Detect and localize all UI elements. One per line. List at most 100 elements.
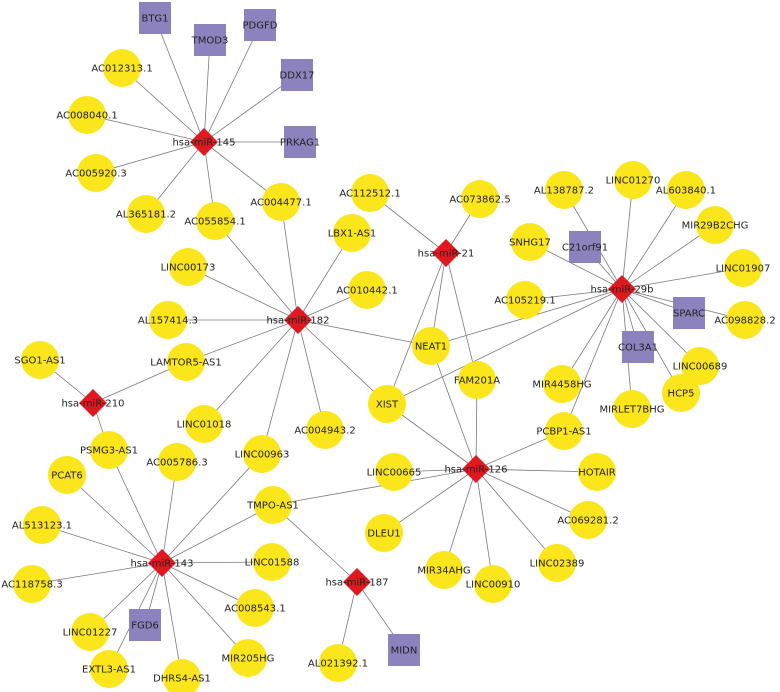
node-label: AC098828.2: [714, 316, 775, 327]
lncrna-node-circle: [68, 96, 106, 134]
node-mir205hg[interactable]: MIR205HG: [222, 639, 275, 677]
node-linc00963[interactable]: LINC00963: [235, 435, 290, 473]
node-mir34ahg[interactable]: MIR34AHG: [417, 551, 471, 589]
lncrna-node-circle: [243, 435, 281, 473]
node-c21orf91[interactable]: C21orf91: [562, 231, 608, 263]
node-ac005786-3[interactable]: AC005786.3: [146, 443, 208, 481]
node-col3a1[interactable]: COL3A1: [618, 331, 658, 363]
node-ac008040-1[interactable]: AC008040.1: [56, 96, 118, 134]
node-ac010442-1[interactable]: AC010442.1: [336, 271, 398, 309]
node-hsa-mir-210[interactable]: hsa-miR-210: [61, 389, 125, 417]
node-ac105219-1[interactable]: AC105219.1: [494, 281, 556, 319]
node-dleu1[interactable]: DLEU1: [365, 514, 403, 552]
node-al021392-1[interactable]: AL021392.1: [308, 644, 368, 682]
node-hsa-mir-187[interactable]: hsa-miR-187: [325, 568, 389, 596]
node-ac012313-1[interactable]: AC012313.1: [91, 49, 153, 87]
node-label: TMPO-AS1: [246, 501, 299, 512]
node-psmg3-as1[interactable]: PSMG3-AS1: [80, 431, 138, 469]
node-label: SPARC: [673, 309, 705, 320]
node-ac055854-1[interactable]: AC055854.1: [184, 202, 246, 240]
node-sgo1-as1[interactable]: SGO1-AS1: [14, 341, 66, 379]
node-btg1[interactable]: BTG1: [139, 2, 171, 34]
edge-hsa-mir-29b-xist: [386, 288, 623, 405]
lncrna-node-circle: [149, 301, 187, 339]
node-ac073862-5[interactable]: AC073862.5: [449, 180, 511, 218]
edge-hsa-mir-21-xist: [386, 252, 447, 405]
node-linc01907[interactable]: LINC01907: [716, 249, 771, 287]
mrna-node-square: [139, 2, 171, 34]
node-hsa-mir-145[interactable]: hsa-miR-145: [172, 128, 236, 156]
edge-hsa-mir-126-linc02389: [475, 468, 558, 564]
node-fgd6[interactable]: FGD6: [129, 609, 161, 641]
lncrna-node-circle: [77, 154, 115, 192]
node-midn[interactable]: MIDN: [388, 634, 420, 666]
node-ac005920-3[interactable]: AC005920.3: [65, 154, 127, 192]
node-ac112512-1[interactable]: AC112512.1: [339, 174, 401, 212]
node-tmpo-as1[interactable]: TMPO-AS1: [246, 486, 299, 524]
node-ac004477-1[interactable]: AC004477.1: [250, 183, 312, 221]
node-al513123-1[interactable]: AL513123.1: [12, 506, 72, 544]
mrna-node-square: [673, 297, 705, 329]
edge-hsa-mir-145-tmod3: [203, 39, 211, 143]
edge-hsa-mir-143-dhrs4-as1: [161, 562, 183, 679]
node-mirlet7bhg[interactable]: MIRLET7BHG: [599, 390, 665, 428]
edge-hsa-mir-182-neat1: [297, 319, 432, 347]
node-linc01270[interactable]: LINC01270: [606, 161, 661, 199]
node-label: MIR29B2CHG: [682, 221, 749, 232]
node-al603840-1[interactable]: AL603840.1: [656, 171, 716, 209]
node-hcp5[interactable]: HCP5: [662, 374, 700, 412]
lncrna-node-circle: [13, 565, 51, 603]
node-ac098828-2[interactable]: AC098828.2: [714, 301, 776, 339]
node-fam201a[interactable]: FAM201A: [454, 361, 500, 399]
node-linc00910[interactable]: LINC00910: [466, 565, 521, 603]
node-hsa-mir-143[interactable]: hsa-miR-143: [130, 549, 194, 577]
node-label: hsa-miR-29b: [590, 285, 653, 296]
node-extl3-as1[interactable]: EXTL3-AS1: [82, 650, 136, 688]
lncrna-node-circle: [71, 613, 109, 651]
node-mir29b2chg[interactable]: MIR29B2CHG: [682, 206, 749, 244]
node-neat1[interactable]: NEAT1: [412, 327, 450, 365]
node-hsa-mir-126[interactable]: hsa-miR-126: [444, 455, 508, 483]
node-ac004943-2[interactable]: AC004943.2: [294, 411, 356, 449]
node-lamtor5-as1[interactable]: LAMTOR5-AS1: [150, 343, 222, 381]
node-pcbp1-as1[interactable]: PCBP1-AS1: [536, 412, 592, 450]
node-linc02389[interactable]: LINC02389: [530, 544, 585, 582]
node-hsa-mir-29b[interactable]: hsa-miR-29b: [590, 275, 654, 303]
node-ddx17[interactable]: DDX17: [280, 59, 315, 91]
node-label: hsa-miR-21: [418, 249, 475, 260]
node-hsa-mir-21[interactable]: hsa-miR-21: [418, 239, 475, 267]
node-tmod3[interactable]: TMOD3: [191, 24, 229, 56]
node-sparc[interactable]: SPARC: [673, 297, 705, 329]
node-ac069281-2[interactable]: AC069281.2: [557, 501, 619, 539]
node-snhg17[interactable]: SNHG17: [509, 223, 551, 261]
node-xist[interactable]: XIST: [368, 385, 406, 423]
node-mir4458hg[interactable]: MIR4458HG: [532, 365, 592, 403]
lncrna-node-circle: [724, 249, 762, 287]
node-label: AC004477.1: [250, 198, 311, 209]
node-pcat6[interactable]: PCAT6: [48, 456, 86, 494]
node-ac008543-1[interactable]: AC008543.1: [224, 589, 286, 627]
node-linc01588[interactable]: LINC01588: [245, 543, 300, 581]
node-prkag1[interactable]: PRKAG1: [280, 126, 320, 158]
node-ac118758-3[interactable]: AC118758.3: [1, 565, 63, 603]
edge-hsa-mir-126-ac069281-2: [475, 468, 589, 521]
node-al138787-2[interactable]: AL138787.2: [534, 171, 594, 209]
node-label: HOTAIR: [578, 468, 616, 479]
node-hotair[interactable]: HOTAIR: [578, 453, 616, 491]
node-linc01227[interactable]: LINC01227: [63, 613, 118, 651]
node-label: AL021392.1: [308, 659, 368, 670]
node-lbx1-as1[interactable]: LBX1-AS1: [328, 214, 377, 252]
node-linc00665[interactable]: LINC00665: [367, 453, 422, 491]
node-al365181-2[interactable]: AL365181.2: [116, 195, 176, 233]
node-al157414-3[interactable]: AL157414.3: [138, 301, 198, 339]
node-linc01018[interactable]: LINC01018: [177, 405, 232, 443]
node-pdgfd[interactable]: PDGFD: [243, 9, 278, 41]
node-hsa-mir-182[interactable]: hsa-miR-182: [266, 306, 330, 334]
node-linc00689[interactable]: LINC00689: [673, 347, 728, 385]
node-dhrs4-as1[interactable]: DHRS4-AS1: [153, 659, 211, 692]
node-label: AC073862.5: [449, 195, 510, 206]
node-label: LBX1-AS1: [328, 229, 377, 240]
lncrna-node-circle: [254, 486, 292, 524]
node-linc00173[interactable]: LINC00173: [161, 248, 216, 286]
mirna-node-diamond: [462, 455, 490, 483]
